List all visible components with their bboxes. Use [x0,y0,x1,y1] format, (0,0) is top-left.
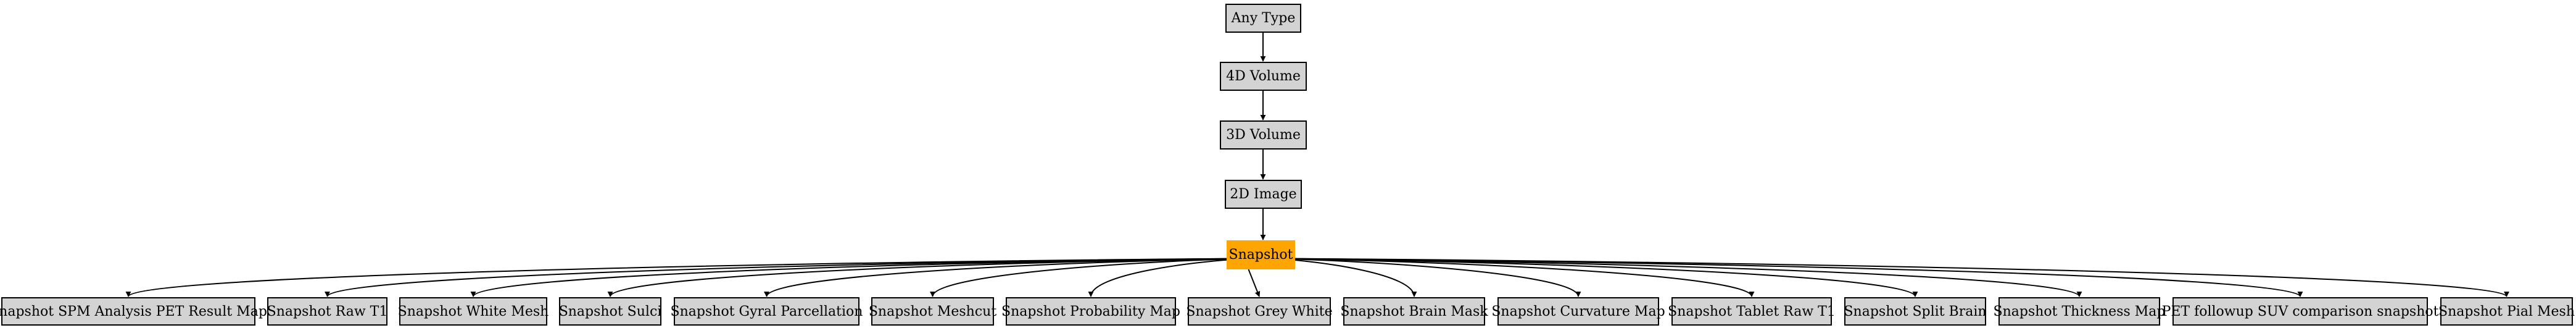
edge-child-4 [764,258,1249,297]
edge-child-6 [1088,258,1249,297]
edge-child-9 [1273,258,1581,297]
node-snapshot-pial-mesh[interactable]: Snapshot Pial Mesh [2438,297,2575,326]
edge-child-0 [125,258,1249,297]
node-snapshot-curvature-map[interactable]: Snapshot Curvature Map [1491,297,1665,326]
node-snapshot-sulci[interactable]: Snapshot Sulci [559,297,661,326]
node-2d-image[interactable]: 2D Image [1225,180,1302,209]
node-snapshot-grey-white[interactable]: Snapshot Grey White [1186,297,1333,326]
node-snapshot[interactable]: Snapshot [1227,240,1295,269]
node-snapshot-spm-analysis-pet-result-map[interactable]: Snapshot SPM Analysis PET Result Map [0,297,267,326]
node-3d-volume[interactable]: 3D Volume [1220,120,1307,150]
node-snapshot-probability-map[interactable]: Snapshot Probability Map [1001,297,1180,326]
node-snapshot-raw-t1[interactable]: Snapshot Raw T1 [267,297,387,326]
node-any-type[interactable]: Any Type [1225,4,1301,33]
edge-child-7 [1248,269,1261,297]
node-snapshot-white-mesh[interactable]: Snapshot White Mesh [398,297,549,326]
node-4d-volume[interactable]: 4D Volume [1220,62,1307,91]
node-snapshot-brain-mask[interactable]: Snapshot Brain Mask [1340,297,1488,326]
edge-child-3 [607,258,1249,297]
node-snapshot-gyral-parcellation[interactable]: Snapshot Gyral Parcellation [671,297,863,326]
node-snapshot-meshcut[interactable]: Snapshot Meshcut [869,297,996,326]
node-snapshot-thickness-map[interactable]: Snapshot Thickness Map [1994,297,2166,326]
node-snapshot-tablet-raw-t1[interactable]: Snapshot Tablet Raw T1 [1668,297,1836,326]
node-snapshot-split-brain[interactable]: Snapshot Split Brain [1844,297,1987,326]
edge-child-14 [1273,258,2509,297]
node-pet-followup-suv-comparison-snapshot[interactable]: PET followup SUV comparison snapshot [2162,297,2438,326]
edge-child-5 [930,258,1249,297]
